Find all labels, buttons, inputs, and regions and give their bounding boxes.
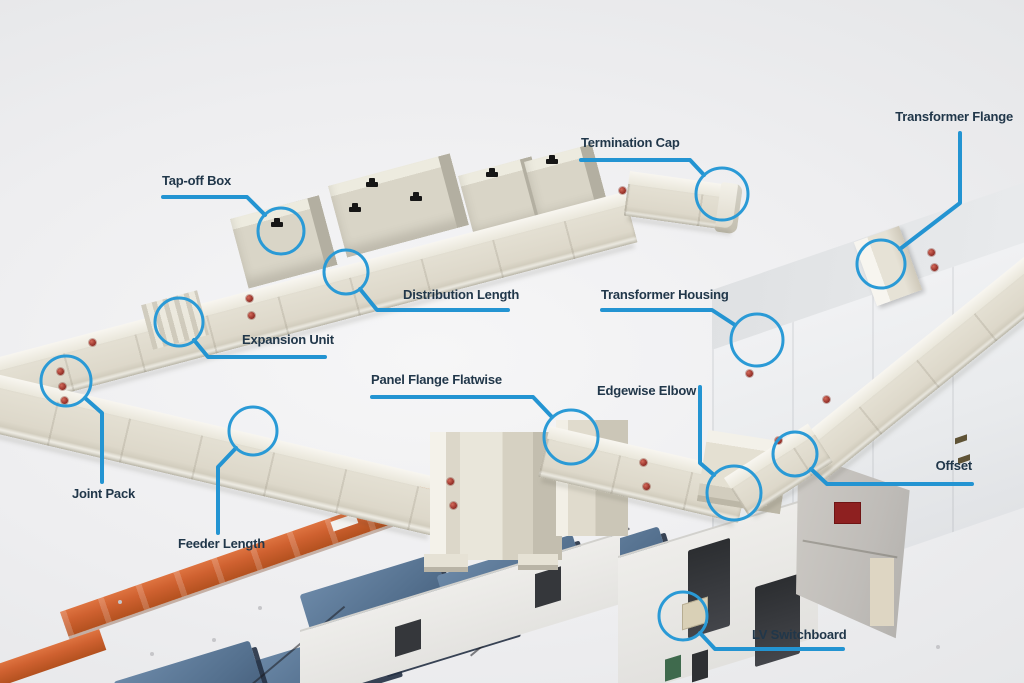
- joint-bolt: [447, 478, 454, 485]
- joint-bolt: [450, 502, 457, 509]
- callout-line-tap-off-box: [161, 195, 267, 217]
- callout-label-panel-flange-flatwise: Panel Flange Flatwise: [371, 372, 502, 387]
- joint-bolt: [643, 483, 650, 490]
- switchboard-roof-panel: [113, 640, 265, 683]
- drop-foot: [424, 554, 468, 572]
- callout-line-panel-flange-flatwise: [370, 395, 554, 419]
- joint-bolt: [246, 295, 253, 302]
- joint-bolt: [931, 264, 938, 271]
- callout-label-distribution-length: Distribution Length: [403, 287, 520, 302]
- tap-off-clamp-icon: [546, 155, 558, 164]
- housing-handle-mark: [955, 434, 967, 445]
- cabinet-seam: [802, 539, 898, 559]
- front-slot: [692, 649, 708, 683]
- floor-screw: [258, 606, 262, 610]
- floor-screw: [936, 645, 940, 649]
- green-indicator-panel: [665, 654, 681, 682]
- front-slot: [395, 619, 421, 657]
- front-slot: [535, 566, 561, 609]
- tap-off-clamp-icon: [366, 178, 378, 187]
- tap-off-clamp-icon: [271, 218, 283, 227]
- joint-bolt: [746, 370, 753, 377]
- feeder-run-beam: [0, 372, 446, 536]
- joint-bolt: [928, 249, 935, 256]
- cable-tray-segment: [0, 629, 107, 683]
- joint-bolt: [57, 368, 64, 375]
- joint-bolt: [59, 383, 66, 390]
- callout-label-tap-off-box: Tap-off Box: [162, 173, 232, 188]
- red-nameplate: [834, 502, 861, 524]
- termination-segment: [623, 171, 744, 235]
- joint-bolt: [248, 312, 255, 319]
- panel-drop-chute: [424, 432, 562, 572]
- cabinet-strip: [870, 558, 894, 626]
- callout-label-transformer-flange: Transformer Flange: [895, 109, 1013, 124]
- floor-screw: [118, 600, 122, 604]
- tap-off-clamp-icon: [349, 203, 361, 212]
- joint-bolt: [619, 187, 626, 194]
- callout-label-lv-switchboard: LV Switchboard: [752, 627, 847, 642]
- joint-bolt: [823, 396, 830, 403]
- callout-label-edgewise-elbow: Edgewise Elbow: [597, 383, 697, 398]
- joint-bolt: [89, 339, 96, 346]
- callout-label-termination-cap: Termination Cap: [581, 135, 680, 150]
- callout-label-transformer-housing: Transformer Housing: [601, 287, 729, 302]
- callout-label-feeder-length: Feeder Length: [178, 536, 265, 551]
- tap-off-clamp-icon: [486, 168, 498, 177]
- joint-bolt: [61, 397, 68, 404]
- floor-screw: [212, 638, 216, 642]
- drop-foot: [518, 554, 558, 570]
- callout-label-offset: Offset: [935, 458, 973, 473]
- callout-label-expansion-unit: Expansion Unit: [242, 332, 334, 347]
- tap-off-clamp-icon: [410, 192, 422, 201]
- floor-screw: [150, 652, 154, 656]
- joint-bolt: [640, 459, 647, 466]
- callout-label-joint-pack: Joint Pack: [72, 486, 136, 501]
- joint-bolt: [775, 437, 782, 444]
- vent-opening: [755, 573, 800, 668]
